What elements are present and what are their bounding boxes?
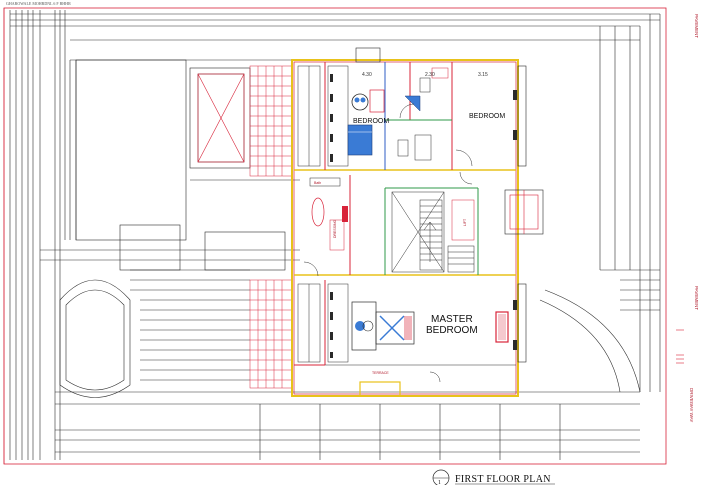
room-label-master-line2: BEDROOM [426, 325, 478, 336]
dressing-label: DRESSING [333, 219, 337, 238]
side-label-middle: PAVEMENT [694, 286, 699, 310]
room-label-bedroom-2: BEDROOM [469, 113, 505, 120]
master-bedroom-furniture [351, 301, 509, 351]
bath-label: Bath [314, 181, 321, 185]
room-label-bedroom-1: BEDROOM [353, 118, 389, 125]
dimension-label: 3.15 [478, 72, 488, 78]
bath-fixtures [309, 177, 348, 251]
side-label-bottom: DRIVEWAY WAY [689, 388, 694, 422]
lift-label: LIFT [463, 218, 467, 226]
terrace-balustrade-bottom [249, 279, 293, 389]
wardrobe-hangers [330, 74, 517, 358]
bathroom-top-fixtures [397, 67, 449, 161]
door-swings [303, 103, 473, 383]
house-outer-walls [291, 47, 519, 397]
bay-windows [504, 65, 544, 363]
side-label-top: PAVEMENT [694, 14, 699, 38]
site-lines-bottom [55, 391, 640, 460]
terrace-label: TERRACE [372, 371, 389, 375]
site-lines-right [539, 14, 661, 393]
site-lines-left [9, 10, 77, 460]
site-lines-top [10, 13, 660, 61]
title-marker: 1 [438, 480, 441, 485]
bedroom-1-furniture [347, 89, 385, 156]
staircase [391, 191, 475, 273]
interior-partitions [294, 62, 516, 366]
left-terrace [40, 59, 300, 398]
room-label-master-line1: MASTER [431, 314, 473, 325]
margin-ticks [676, 329, 684, 364]
wardrobe-shelves [297, 65, 349, 363]
dimension-label: 2.30 [425, 72, 435, 78]
title-block: 1 FIRST FLOOR PLAN [432, 469, 555, 485]
header-note: GHAROWALE MOHRDNL 6 F BHHR [6, 1, 71, 6]
dimension-label: 4.30 [362, 72, 372, 78]
drawing-title: FIRST FLOOR PLAN [455, 474, 551, 485]
terrace-balustrade-top [249, 65, 293, 177]
